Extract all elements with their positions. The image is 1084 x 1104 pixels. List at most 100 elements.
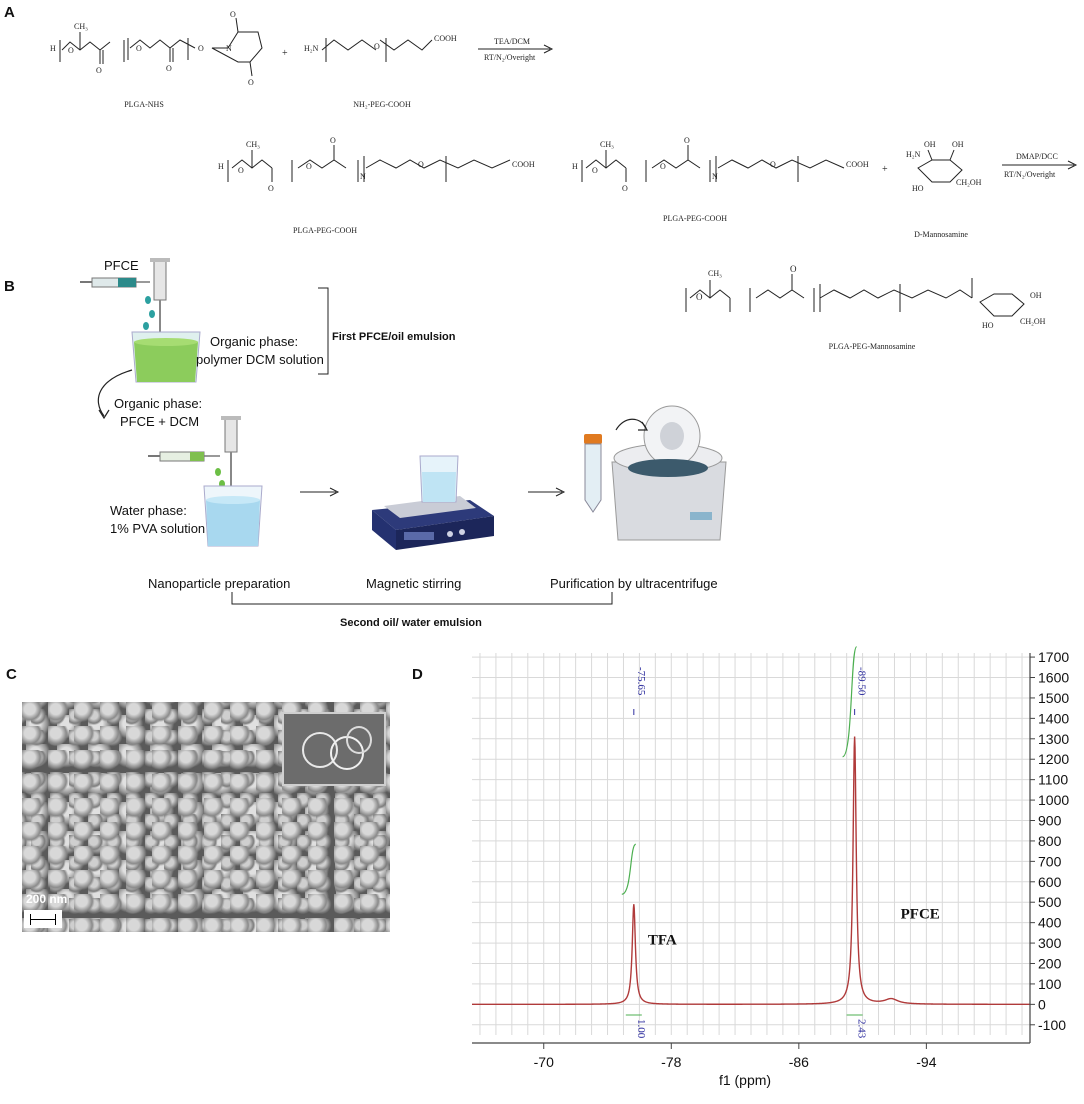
- centrifuge-tube-icon: [584, 434, 602, 513]
- atom-label: O: [248, 78, 254, 87]
- peak-name-label: PFCE: [901, 907, 940, 923]
- atom-label: O: [238, 166, 244, 175]
- atom-label: N: [712, 172, 718, 181]
- workflow-illustration: [80, 258, 727, 605]
- reaction-condition-2-bottom: RT/N₂/Overight: [1004, 170, 1056, 179]
- panel-label-c: C: [6, 666, 17, 683]
- beaker-water-phase-icon: [203, 485, 263, 547]
- x-axis-label: f1 (ppm): [719, 1072, 771, 1088]
- atom-label: H₂N: [906, 150, 921, 159]
- compound-label-plga-peg-cooh-2: PLGA-PEG-COOH: [663, 214, 727, 223]
- atom-label: O: [660, 162, 666, 171]
- step-magnetic-stirring: Magnetic stirring: [366, 576, 462, 591]
- peak-integral-label: 1.00: [635, 1019, 647, 1039]
- first-emulsion-label: First PFCE/oil emulsion: [332, 331, 456, 343]
- compound-label-d-mannosamine: D-Mannosamine: [914, 230, 968, 239]
- y-tick-label: 900: [1038, 813, 1062, 829]
- y-tick-label: 1400: [1038, 710, 1069, 726]
- peak-integral-label: 2.43: [856, 1019, 868, 1039]
- atom-label: OH: [924, 140, 936, 149]
- x-tick-label: -94: [916, 1054, 936, 1070]
- water-phase-label-b: 1% PVA solution: [110, 521, 206, 536]
- compound-label-nh2-peg-cooh: NH₂-PEG-COOH: [353, 100, 411, 109]
- atom-label: COOH: [512, 160, 535, 169]
- plus-sign: +: [882, 164, 888, 175]
- peak-shift-label: -89.50: [856, 667, 868, 696]
- beaker-organic-phase-icon: [131, 331, 201, 383]
- atom-label: CH₃: [246, 140, 260, 149]
- atom-label: CH₃: [74, 22, 88, 31]
- compound-label-plga-peg-mannosamine: PLGA-PEG-Mannosamine: [828, 342, 916, 351]
- y-tick-label: 1200: [1038, 751, 1069, 767]
- y-tick-label: -100: [1038, 1017, 1066, 1033]
- atom-label: COOH: [846, 160, 869, 169]
- atom-label: O: [592, 166, 598, 175]
- x-tick-label: -86: [789, 1054, 809, 1070]
- plus-sign: +: [282, 48, 288, 59]
- reaction-condition-1-top: TEA/DCM: [494, 37, 530, 46]
- sem-inset: [282, 712, 386, 786]
- atom-label: OH: [952, 140, 964, 149]
- atom-label: O: [230, 10, 236, 19]
- peak-name-label: TFA: [648, 932, 677, 948]
- atom-label: H: [572, 162, 578, 171]
- product-structure: O O CH₃ OH HO CH₂OH: [685, 264, 1046, 330]
- step-purification: Purification by ultracentrifuge: [550, 576, 718, 591]
- reaction-scheme: [59, 17, 1078, 183]
- atom-label: H₂N: [304, 44, 319, 53]
- y-tick-label: 500: [1038, 894, 1062, 910]
- y-tick-label: 300: [1038, 935, 1062, 951]
- svg-text:CH₃: CH₃: [708, 269, 722, 278]
- panel-label-b: B: [4, 278, 15, 295]
- peak-shift-label: -75.65: [635, 667, 647, 696]
- atom-label: HO: [912, 184, 924, 193]
- y-tick-label: 1100: [1038, 772, 1068, 788]
- y-tick-label: 0: [1038, 996, 1046, 1012]
- compound-label-plga-peg-cooh-1: PLGA-PEG-COOH: [293, 226, 357, 235]
- atom-label: O: [306, 162, 312, 171]
- svg-text:CH₂OH: CH₂OH: [1020, 317, 1046, 326]
- second-emulsion-label: Second oil/ water emulsion: [340, 617, 482, 629]
- ultracentrifuge-icon: [611, 405, 727, 541]
- magnetic-stirrer-icon: [372, 455, 494, 550]
- y-tick-label: 1700: [1038, 649, 1069, 665]
- atom-label: CH₃: [600, 140, 614, 149]
- atom-label: O: [622, 184, 628, 193]
- reaction-condition-1-bottom: RT/N₂/Overight: [484, 53, 536, 62]
- svg-text:O: O: [696, 292, 703, 302]
- atom-label: O: [268, 184, 274, 193]
- sem-image: 200 nm: [22, 702, 390, 932]
- x-tick-label: -70: [534, 1054, 554, 1070]
- y-tick-label: 1300: [1038, 731, 1069, 747]
- y-tick-label: 100: [1038, 976, 1062, 992]
- pfce-label: PFCE: [104, 258, 139, 273]
- atom-label: N: [226, 44, 232, 53]
- pfce-syringe-icon: [80, 277, 150, 288]
- y-tick-label: 700: [1038, 853, 1062, 869]
- panel-label-d: D: [412, 666, 423, 683]
- atom-label: O: [198, 44, 204, 53]
- atom-label: O: [330, 136, 336, 145]
- svg-text:OH: OH: [1030, 291, 1042, 300]
- atom-label: O: [68, 46, 74, 55]
- atom-label: O: [684, 136, 690, 145]
- spectrum-line: [472, 736, 1030, 1006]
- atom-label: H: [50, 44, 56, 53]
- atom-label: O: [136, 44, 142, 53]
- atom-label: O: [166, 64, 172, 73]
- y-tick-label: 600: [1038, 874, 1062, 890]
- panel-label-a: A: [4, 4, 15, 21]
- step-nanoparticle-preparation: Nanoparticle preparation: [148, 576, 291, 591]
- water-phase-label: Water phase:: [110, 503, 187, 518]
- atom-label: O: [374, 42, 380, 51]
- nmr-spectrum-chart: 1700160015001400130012001100100090080070…: [472, 646, 1069, 1088]
- y-tick-label: 1000: [1038, 792, 1069, 808]
- scale-bar-label: 200 nm: [26, 892, 68, 906]
- organic-phase-label-2b: PFCE + DCM: [120, 414, 200, 429]
- organic-phase-label-1b: polymer DCM solution: [196, 352, 324, 367]
- atom-label: O: [770, 160, 776, 169]
- atom-label: O: [96, 66, 102, 75]
- atom-label: CH₂OH: [956, 178, 982, 187]
- reaction-condition-2-top: DMAP/DCC: [1016, 152, 1058, 161]
- svg-text:HO: HO: [982, 321, 994, 330]
